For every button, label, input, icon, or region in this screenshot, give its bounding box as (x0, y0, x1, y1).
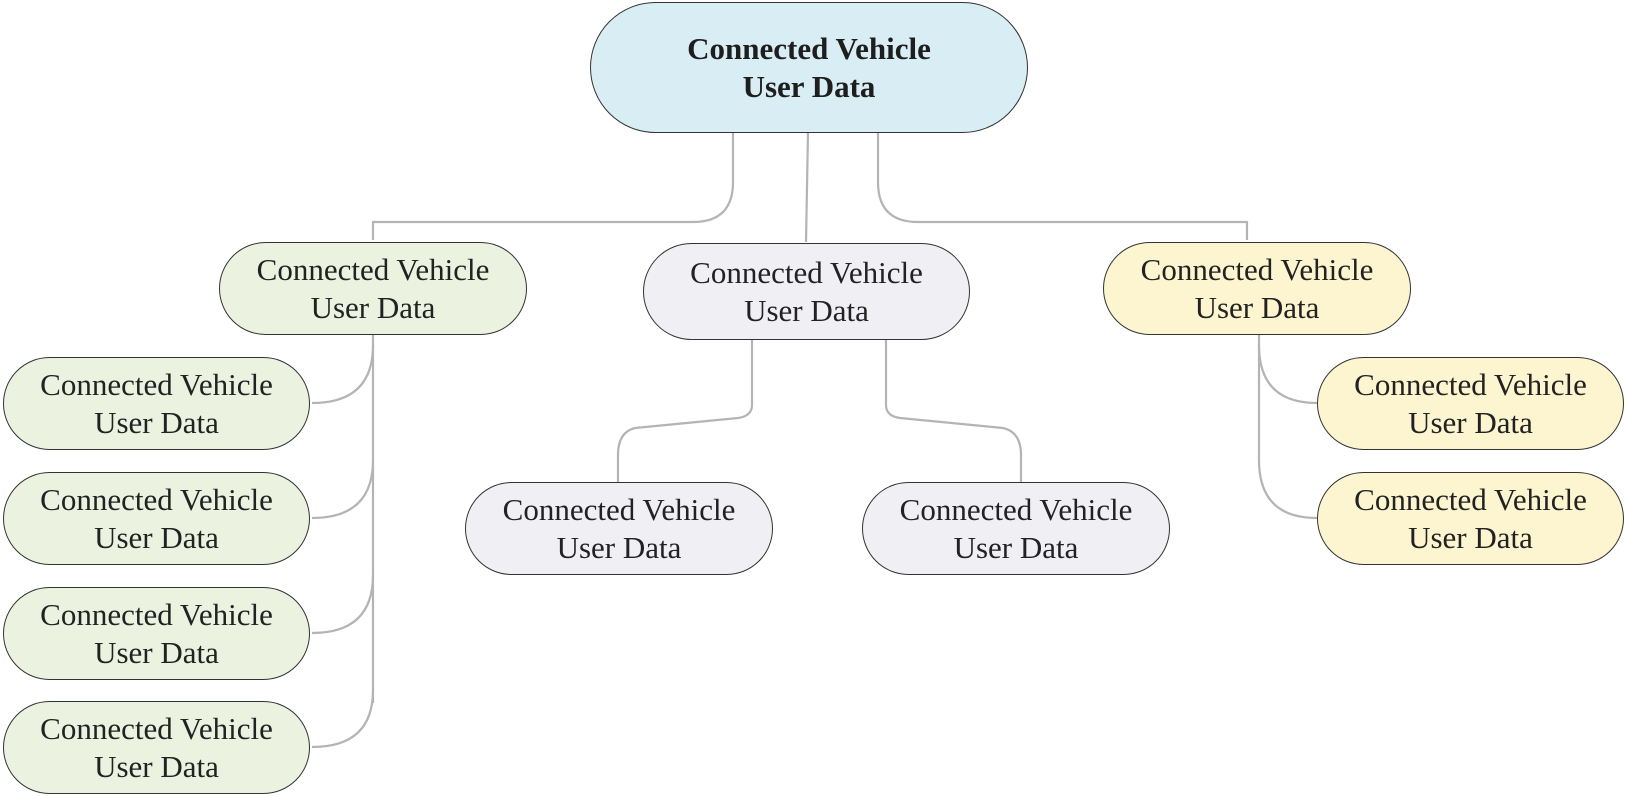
node-label-line-2: User Data (310, 289, 436, 325)
node-label-line-1: Connected Vehicle (690, 254, 923, 290)
node-label-line-1: Connected Vehicle (687, 30, 931, 66)
connector-right-child-2 (1257, 459, 1318, 520)
node-label-line-2: User Data (94, 748, 219, 784)
node-label-line-2: User Data (953, 529, 1079, 565)
connector-root-middle (804, 131, 810, 243)
node-label-line-2: User Data (1194, 289, 1320, 325)
right-parent-node: Connected Vehicle User Data (1103, 242, 1411, 335)
node-label-line-1: Connected Vehicle (40, 366, 273, 402)
node-label-line-1: Connected Vehicle (1354, 481, 1587, 517)
connector-root-left (371, 108, 735, 240)
node-label-line-1: Connected Vehicle (1354, 366, 1587, 402)
node-label-line-2: User Data (94, 404, 219, 440)
connector-root-right (876, 108, 1249, 240)
node-label-line-2: User Data (1408, 404, 1533, 440)
left-child-node: Connected Vehicle User Data (3, 472, 310, 565)
node-label-line-1: Connected Vehicle (40, 481, 273, 517)
left-parent-node: Connected Vehicle User Data (219, 242, 527, 335)
middle-child-node: Connected Vehicle User Data (862, 482, 1170, 575)
connector-left-child-2 (311, 459, 375, 520)
node-label-line-1: Connected Vehicle (899, 491, 1133, 527)
left-child-node: Connected Vehicle User Data (3, 587, 310, 680)
right-child-node: Connected Vehicle User Data (1317, 472, 1624, 565)
left-child-node: Connected Vehicle User Data (3, 701, 310, 794)
node-label-line-2: User Data (1408, 519, 1533, 555)
node-label-line-2: User Data (742, 68, 876, 104)
root-node: Connected Vehicle User Data (590, 2, 1028, 133)
connector-middle-child-1 (616, 335, 754, 482)
left-child-node: Connected Vehicle User Data (3, 357, 310, 450)
node-label-line-2: User Data (94, 519, 219, 555)
connector-left-child-1 (311, 344, 375, 405)
middle-parent-node: Connected Vehicle User Data (643, 243, 970, 340)
connector-right-child-1 (1257, 344, 1318, 405)
node-label-line-1: Connected Vehicle (256, 251, 490, 287)
node-label-line-1: Connected Vehicle (502, 491, 736, 527)
connector-left-child-3 (311, 574, 375, 635)
node-label-line-2: User Data (94, 634, 219, 670)
middle-child-node: Connected Vehicle User Data (465, 482, 773, 575)
node-label-line-1: Connected Vehicle (1140, 251, 1374, 287)
node-label-line-2: User Data (744, 292, 869, 328)
node-label-line-1: Connected Vehicle (40, 596, 273, 632)
right-child-node: Connected Vehicle User Data (1317, 357, 1624, 450)
connector-middle-child-2 (884, 335, 1023, 482)
node-label-line-1: Connected Vehicle (40, 710, 273, 746)
node-label-line-2: User Data (556, 529, 682, 565)
connector-left-child-4 (311, 689, 375, 749)
